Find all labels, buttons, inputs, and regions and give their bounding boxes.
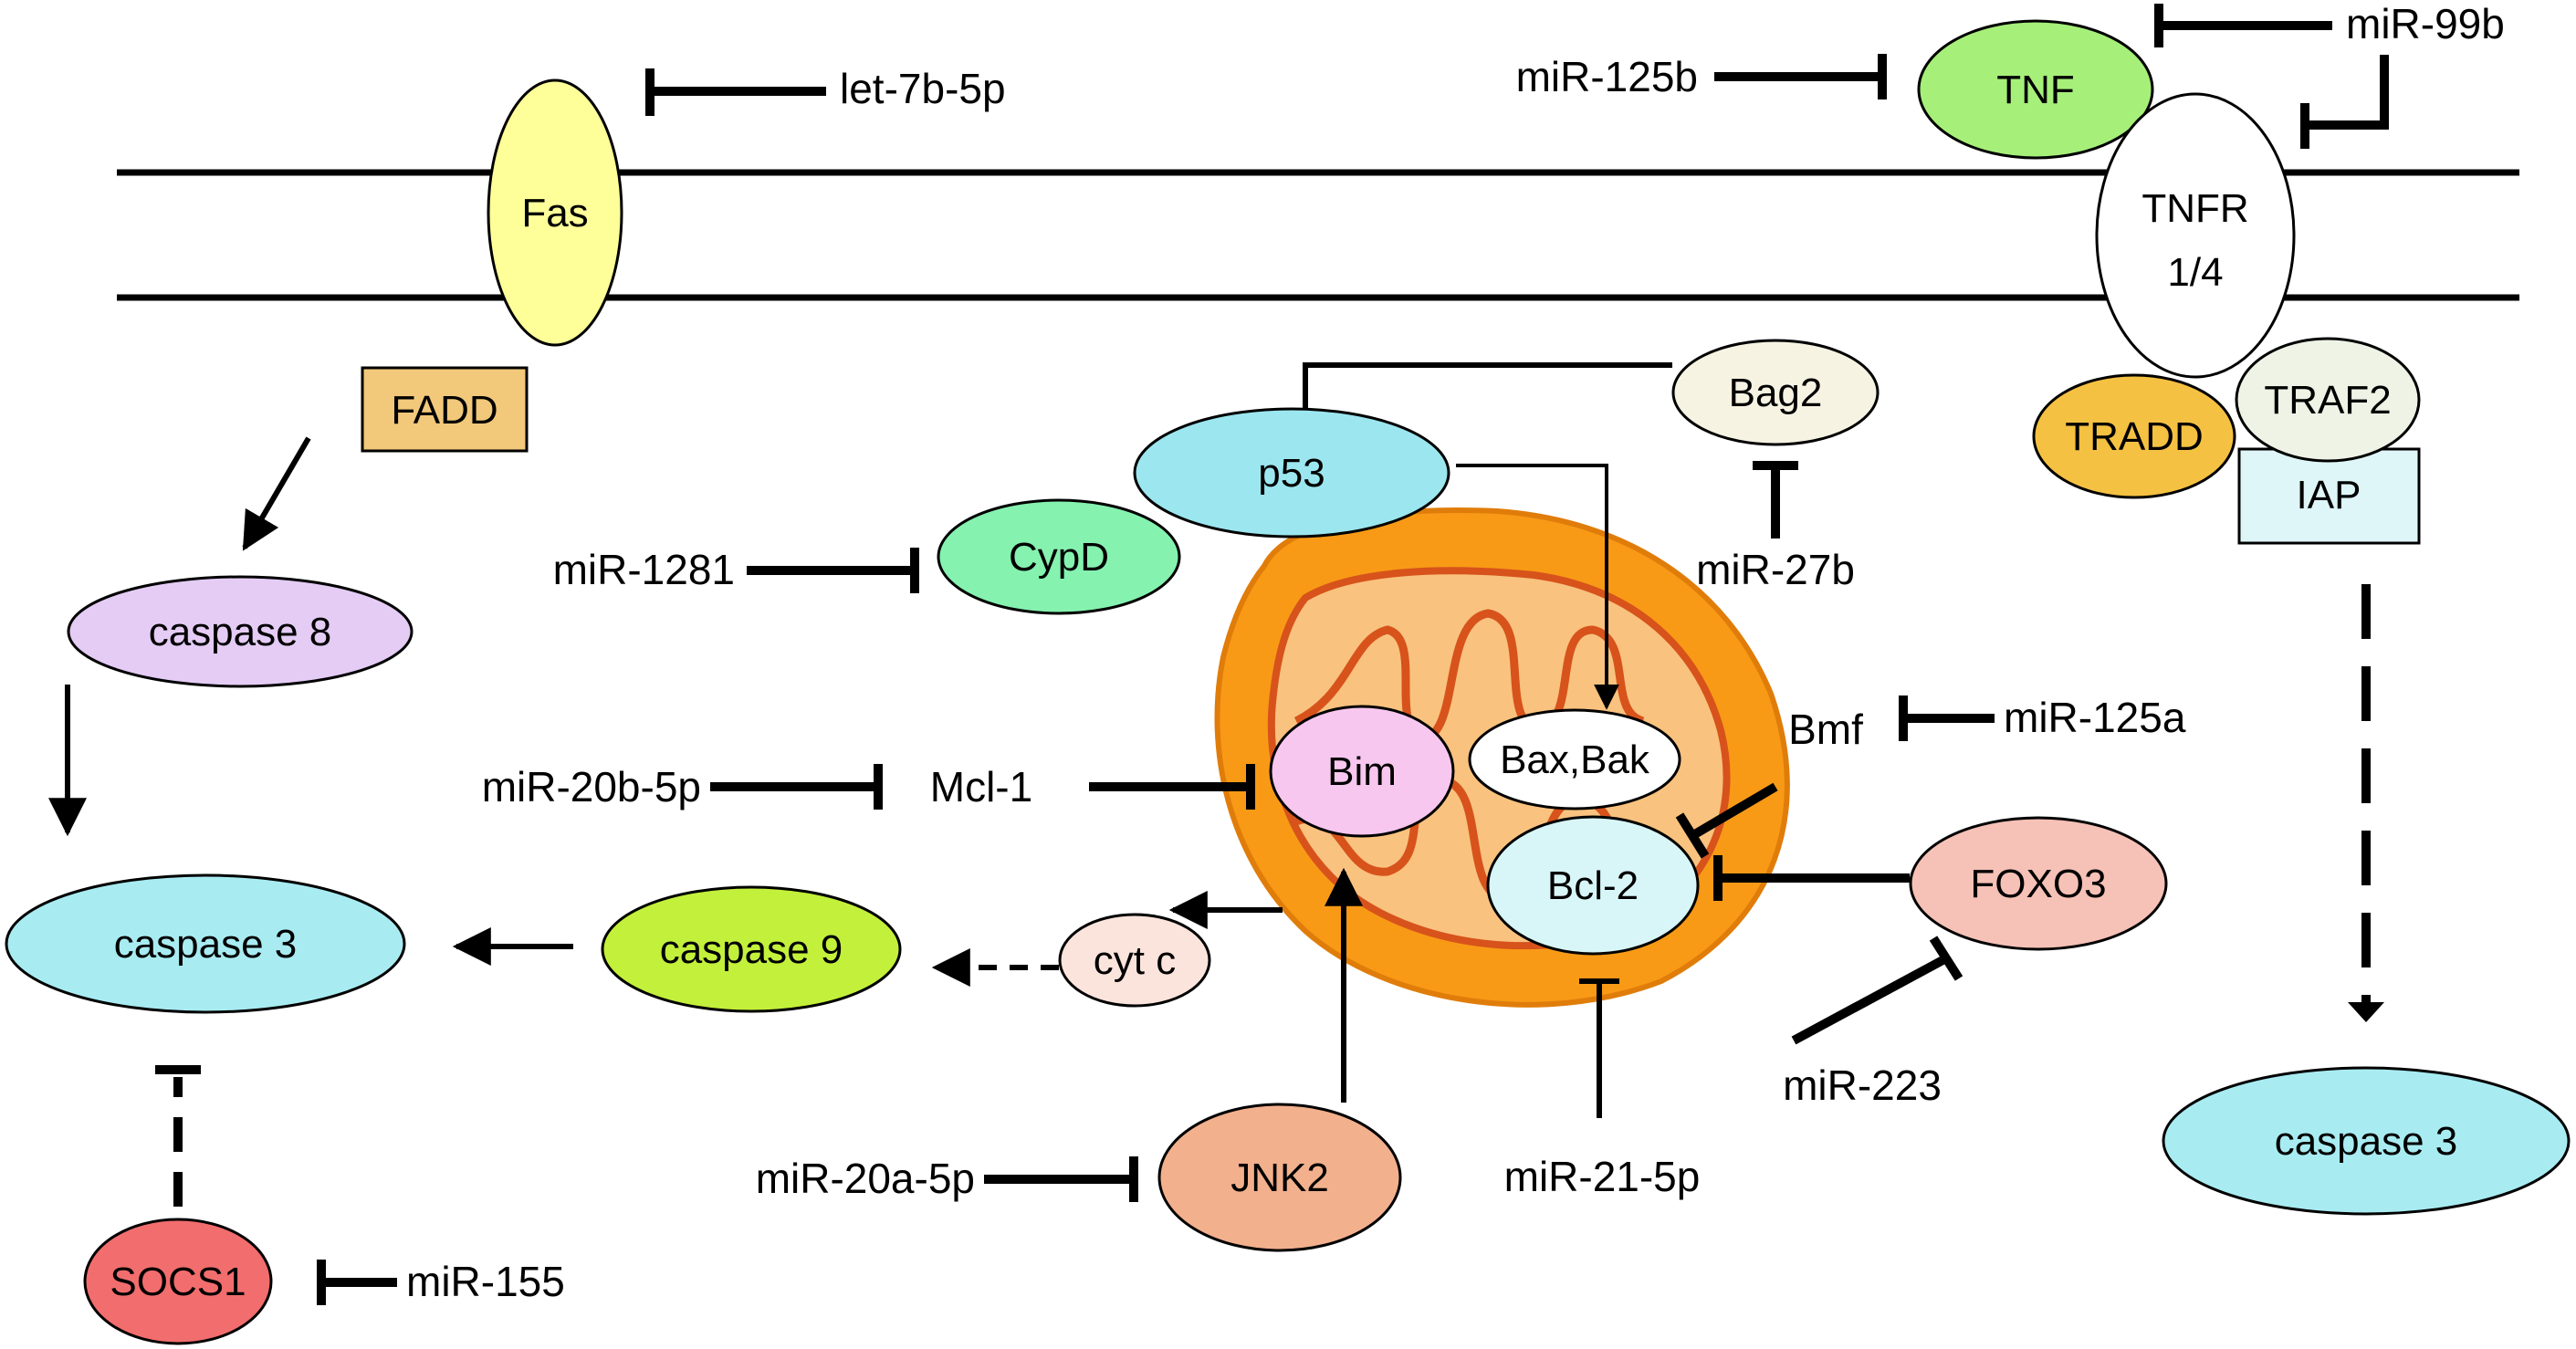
node-jnk2: JNK2 [1157,1103,1402,1252]
foxo3-label: FOXO3 [1970,862,2106,906]
fas-receptor-shape [487,78,623,347]
node-p53: p53 [1133,407,1450,539]
p53-shape [1133,407,1450,539]
mirna-mir155: miR-155 [406,1258,565,1305]
tnfr-label-line1: TNFR [2141,186,2248,231]
traf2-label: TRAF2 [2264,378,2391,423]
mirna-mir99b: miR-99b [2346,0,2505,47]
inhibit-bar-bmf [1675,812,1710,859]
cypd-shape [937,498,1181,615]
inhibit-bmf-bcl2 [1691,782,1778,840]
caspase3-left-label: caspase 3 [114,922,298,967]
tnf-shape [1917,19,2154,160]
mirna-mir27b: miR-27b [1696,546,1855,593]
iap-box [2237,447,2421,545]
foxo3-shape [1909,816,2168,951]
bcl2-label: Bcl-2 [1547,863,1639,908]
mirna-mir1281: miR-1281 [553,546,735,593]
caspase3-left-shape [5,873,406,1014]
jnk2-label: JNK2 [1230,1156,1329,1200]
tradd-label: TRADD [2065,414,2204,459]
fadd-label: FADD [391,388,497,433]
cypd-label: CypD [1009,535,1109,580]
node-traf2: TRAF2 [2235,337,2421,463]
mirna-mir125a: miR-125a [2004,694,2186,741]
cytc-label: cyt c [1094,938,1176,983]
baxbak-label: Bax,Bak [1500,737,1650,782]
caspase3-right-label: caspase 3 [2275,1119,2458,1164]
bag2-label: Bag2 [1729,371,1823,415]
bcl2-shape [1486,815,1700,956]
mirna-mir20a-5p: miR-20a-5p [756,1155,975,1202]
node-foxo3: FOXO3 [1909,816,2168,951]
arrow-fadd-caspase8 [242,436,311,551]
node-bcl2: Bcl-2 [1486,815,1700,956]
node-cytc: cyt c [1058,913,1211,1008]
mirna-mir125b: miR-125b [1516,53,1698,100]
tnfr-receptor-shape [2095,92,2296,379]
node-tnfr: TNFR 1/4 [2095,92,2296,379]
bag2-shape [1671,339,1880,446]
tnf-label: TNF [1996,68,2075,112]
node-cypd: CypD [937,498,1181,615]
baxbak-shape [1468,708,1681,810]
arrowhead-iap-caspase3 [2348,1002,2384,1022]
bim-shape [1269,705,1455,838]
inhibit-bag2-p53 [1303,362,1672,411]
inhibit-bar-mir223 [1929,936,1963,981]
node-caspase8: caspase 8 [67,575,414,688]
caspase9-label: caspase 9 [660,927,843,972]
jnk2-shape [1157,1103,1402,1252]
cytc-shape [1058,913,1211,1008]
mirna-mir223: miR-223 [1783,1061,1942,1109]
node-caspase3-left: caspase 3 [5,873,406,1014]
caspase8-shape [67,575,414,688]
bmf-label: Bmf [1788,706,1863,753]
node-iap: IAP [2237,447,2421,545]
tradd-shape [2032,373,2236,499]
node-bag2: Bag2 [1671,339,1880,446]
node-tradd: TRADD [2032,373,2236,499]
node-bim: Bim [1269,705,1455,838]
socs1-label: SOCS1 [110,1260,246,1304]
inhibit-mir223-foxo3 [1791,954,1949,1045]
nodes: Fas FADD caspase 8 caspase 3 SOCS1 caspa… [5,19,2571,1345]
node-tnf: TNF [1917,19,2154,160]
node-fas: Fas [487,78,623,347]
node-caspase9: caspase 9 [601,885,902,1013]
caspase3-right-shape [2162,1066,2571,1216]
caspase8-label: caspase 8 [149,610,332,654]
mirna-mir21-5p: miR-21-5p [1504,1153,1701,1200]
mirna-mir20b-5p: miR-20b-5p [482,763,701,810]
mirna-labels: let-7b-5p miR-125b miR-99b miR-1281 miR-… [406,0,2505,1305]
bim-label: Bim [1327,749,1397,794]
fadd-box [361,366,529,453]
inhibit-mir99b-tnfr [2305,55,2389,130]
node-baxbak: Bax,Bak [1468,708,1681,810]
caspase9-shape [601,885,902,1013]
node-caspase3-right: caspase 3 [2162,1066,2571,1216]
tnfr-label-line2: 1/4 [2167,250,2223,295]
mirna-let7b-5p: let-7b-5p [840,65,1006,112]
node-fadd: FADD [361,366,529,453]
iap-label: IAP [2297,473,2361,518]
p53-label: p53 [1258,451,1325,496]
arrow-p53-baxbak [1456,464,1619,710]
fas-label: Fas [521,191,588,235]
mcl1-label: Mcl-1 [930,763,1032,810]
traf2-shape [2235,337,2421,463]
socs1-shape [83,1218,273,1345]
node-socs1: SOCS1 [83,1218,273,1345]
